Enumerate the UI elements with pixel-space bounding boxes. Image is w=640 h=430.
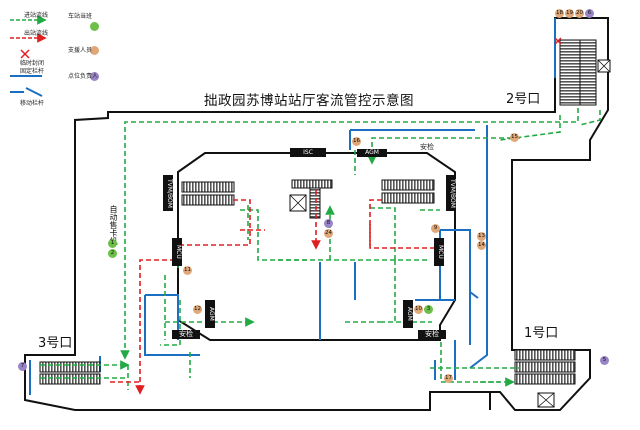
- marker-15: 15: [510, 133, 519, 142]
- marker-3: 3: [424, 305, 433, 314]
- legend-support-icon: [90, 46, 99, 55]
- escalator-left-hall: [181, 181, 235, 206]
- security-top-label: 安检: [420, 143, 434, 151]
- escalator-right-hall: [381, 179, 435, 204]
- marker-11: 11: [183, 266, 192, 275]
- mcu-left-label: MCU: [172, 238, 182, 266]
- security-bl-label: 安检: [172, 330, 200, 339]
- legend-movable-rail: 移动栏杆: [20, 100, 45, 107]
- tvm-right-label: TVM/BOM: [446, 175, 456, 211]
- agm-right-label: AGM: [403, 300, 413, 328]
- legend-icons: [10, 15, 47, 97]
- isc-label: ISC: [290, 148, 326, 157]
- exit-2-label: 2号口: [506, 92, 541, 107]
- marker-6: 6: [585, 9, 594, 18]
- marker-7: 7: [18, 362, 27, 371]
- ticket-machine-label: 自动售卡机: [108, 205, 119, 245]
- marker-12: 12: [193, 305, 202, 314]
- marker-16: 16: [352, 137, 361, 146]
- legend-duty: 车站当班: [68, 13, 93, 20]
- legend-temp-closed: 临时封闭: [20, 60, 45, 67]
- marker-13: 13: [477, 232, 486, 241]
- marker-2: 2: [108, 249, 117, 258]
- exit-3-label: 3号口: [38, 336, 73, 351]
- escalator-exit1: [514, 349, 576, 408]
- diagram-title: 拙政园苏博站站厅客流管控示意图: [204, 93, 414, 109]
- marker-1: 1: [108, 239, 117, 248]
- tvm-left-label: TVM/BOM: [163, 175, 173, 211]
- marker-5: 5: [600, 356, 609, 365]
- temp-closed-mark: [554, 37, 562, 45]
- mcu-right-label: MCU: [434, 238, 444, 266]
- marker-9: 9: [431, 224, 440, 233]
- agm-left-label: AGM: [205, 300, 215, 328]
- escalator-top-right: [559, 39, 611, 106]
- marker-24: 24: [324, 229, 333, 238]
- escalator-exit3: [39, 361, 101, 385]
- legend-fixed-rail: 固定栏杆: [20, 68, 45, 75]
- legend-leader-icon: [90, 72, 99, 81]
- marker-20: 20: [575, 9, 584, 18]
- legend-support: 支援人员: [68, 47, 93, 54]
- legend-in-flow: 进站流线: [24, 12, 49, 19]
- marker-17: 17: [444, 374, 453, 383]
- marker-19: 19: [565, 9, 574, 18]
- agm-top-label: AGM: [357, 149, 387, 157]
- exit-1-label: 1号口: [524, 326, 559, 341]
- marker-18: 18: [555, 9, 564, 18]
- legend-duty-icon: [90, 22, 99, 31]
- marker-10: 10: [414, 305, 423, 314]
- legend-leader: 点位负责人: [68, 73, 99, 80]
- out-flow-lines: [110, 190, 440, 395]
- security-br-label: 安检: [418, 330, 446, 339]
- legend-out-flow: 出站流线: [24, 30, 49, 37]
- escalator-center: [289, 179, 333, 219]
- marker-8: 8: [324, 219, 333, 228]
- marker-14: 14: [477, 241, 486, 250]
